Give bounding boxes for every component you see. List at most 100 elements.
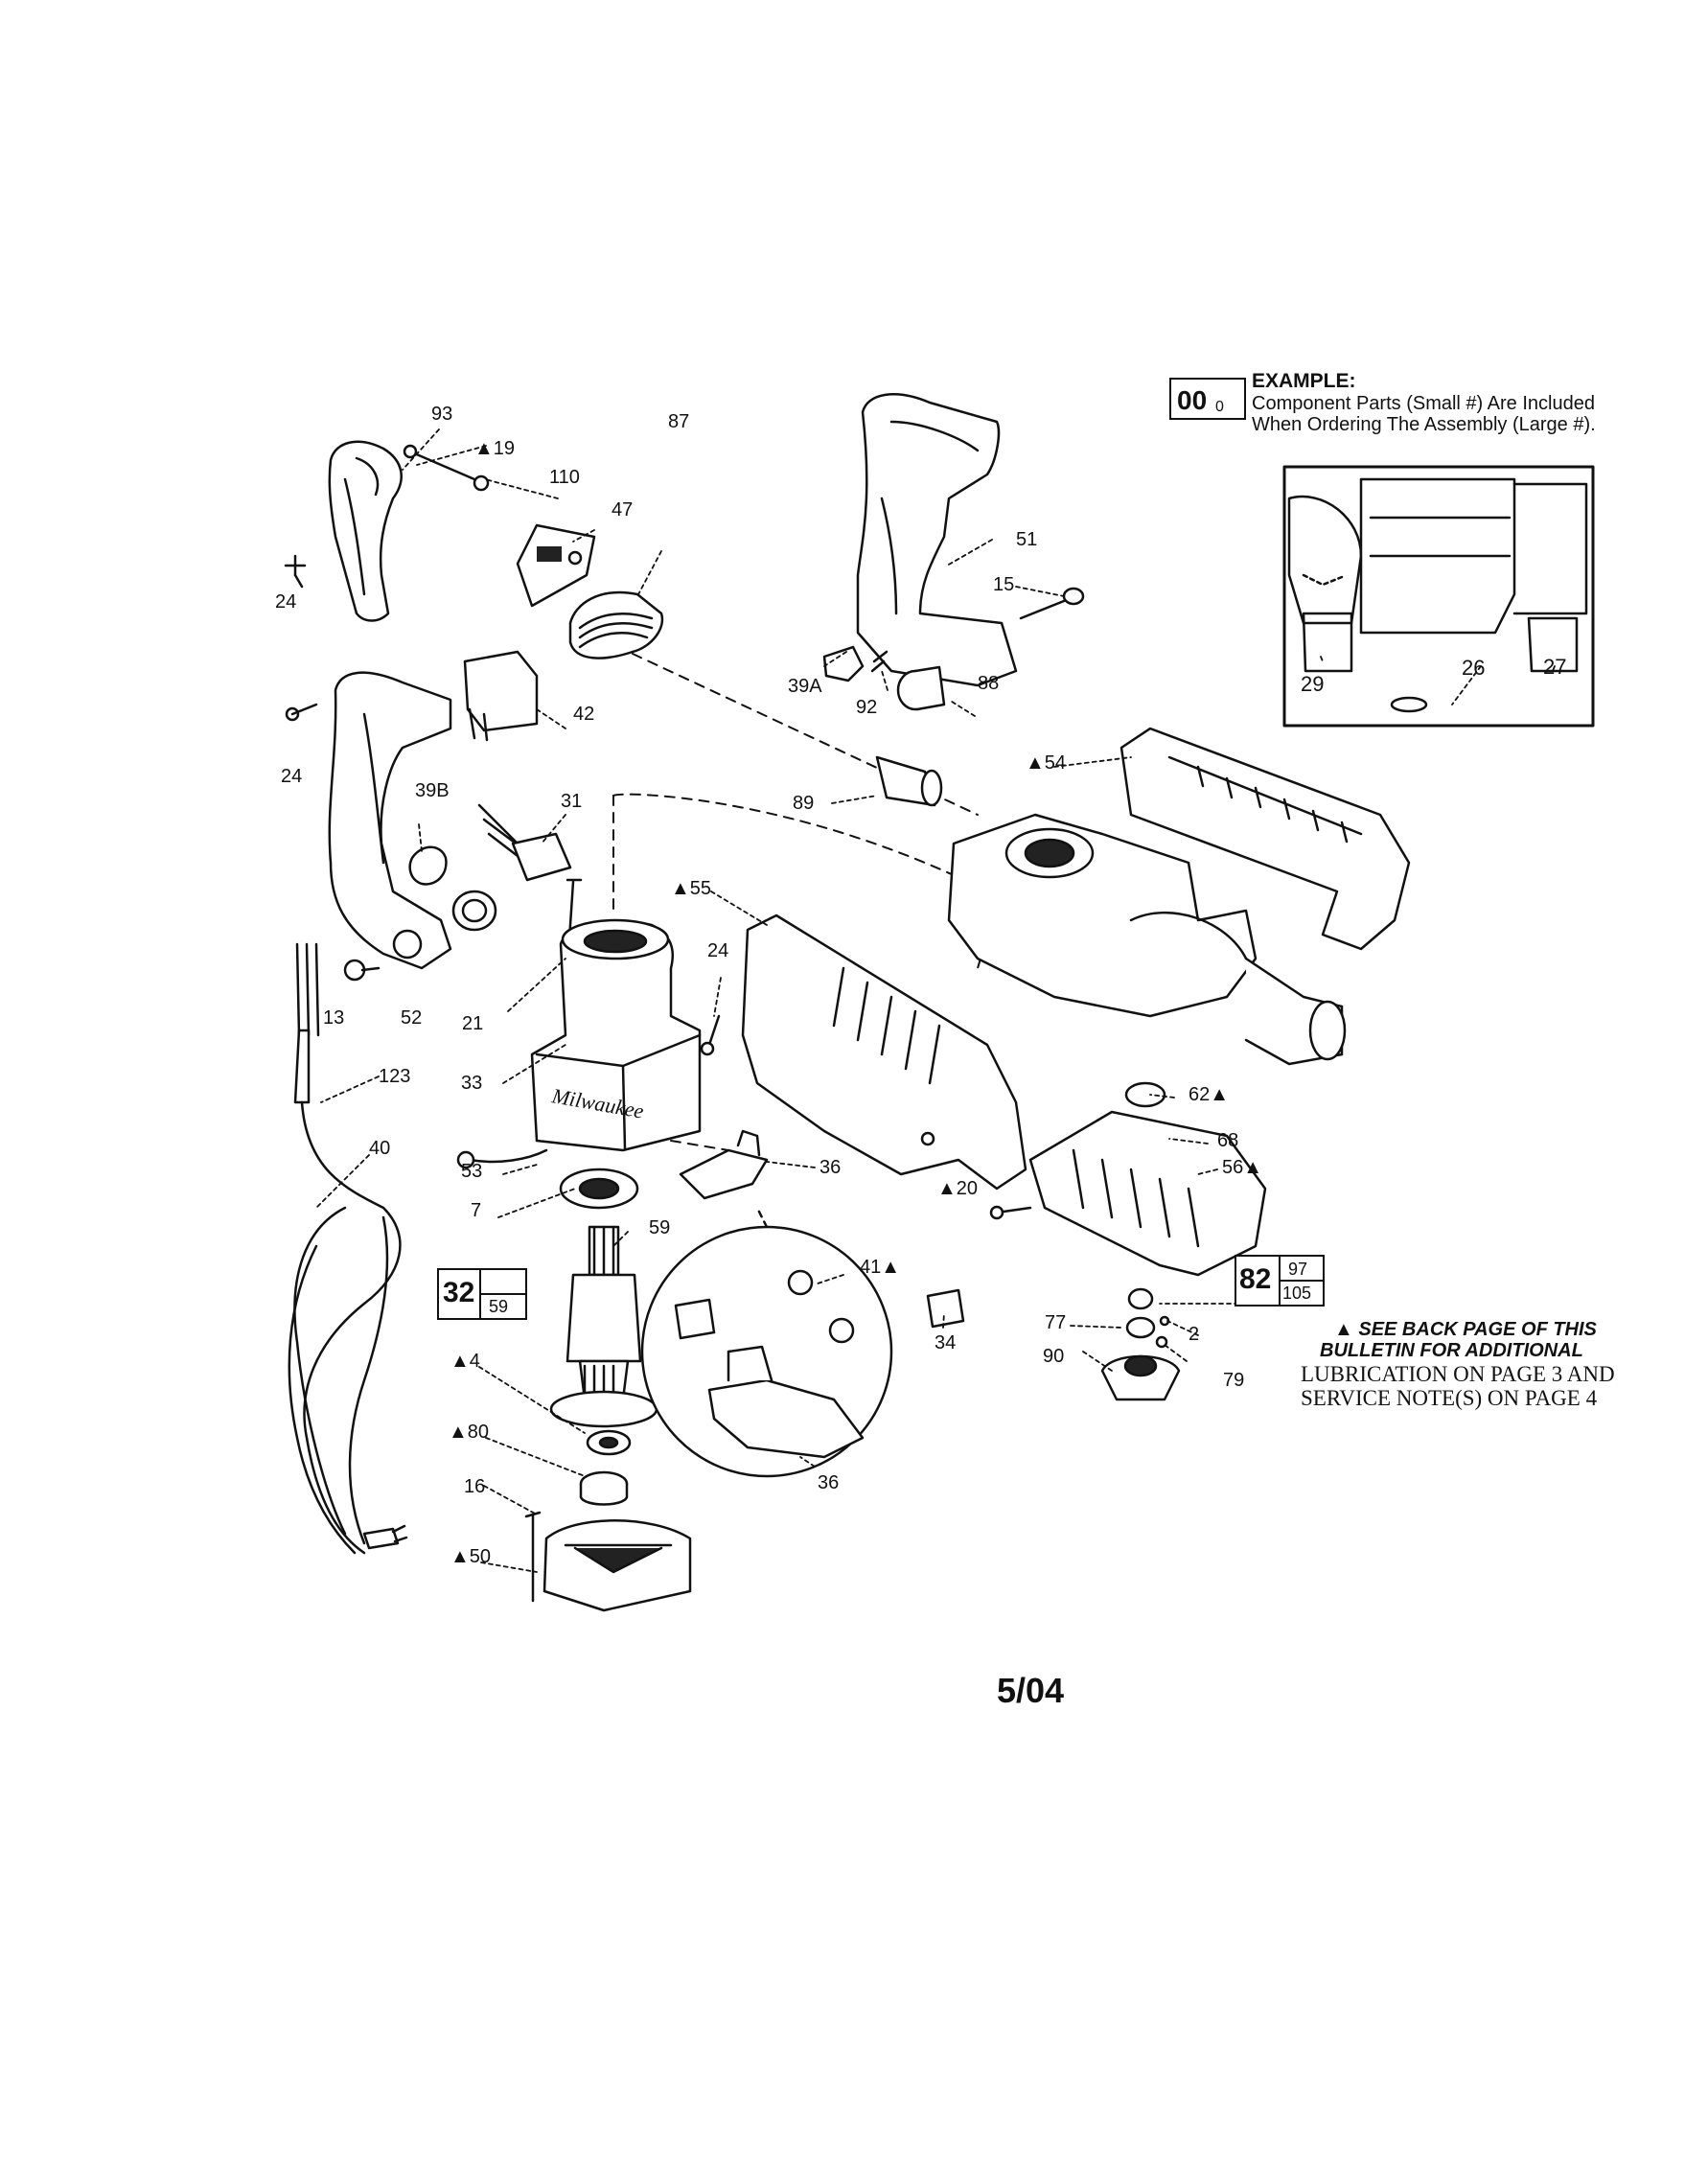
leads-53 [456,1148,548,1169]
note-line-4: SERVICE NOTE(S) ON PAGE 4 [1301,1386,1598,1410]
callout-54: ▲54 [1026,752,1067,774]
callout-13: 13 [323,1007,345,1029]
callout-20: ▲20 [937,1178,979,1199]
clip-39A [822,645,865,682]
callout-19: ▲19 [474,438,516,459]
callout-52: 52 [401,1007,423,1029]
callout-77: 77 [1045,1312,1067,1333]
assembly-32-large: 32 [443,1277,475,1308]
cord-40 [288,942,408,1555]
note-line-2: BULLETIN FOR ADDITIONAL [1320,1340,1583,1361]
assembly-box-82: 82 97 105 [1235,1255,1325,1307]
handle-half-52 [328,671,452,970]
o-ring-62 [1124,1081,1166,1108]
callout-80: ▲80 [449,1422,490,1443]
note-line-3: LUBRICATION ON PAGE 3 AND [1301,1362,1615,1386]
bracket-47 [516,523,596,608]
knob-assembly-82 [1100,1287,1181,1401]
callout-15: 15 [993,574,1015,595]
callout-90: 90 [1043,1346,1065,1367]
callout-7: 7 [471,1200,482,1221]
callout-24-c: 24 [707,940,729,961]
callout-123: 123 [379,1066,411,1087]
callout-40: 40 [369,1138,391,1159]
callout-2: 2 [1189,1324,1200,1345]
screw-13 [343,959,381,982]
screw-24-top [284,554,307,589]
callout-24-a: 24 [275,591,297,613]
callout-16: 16 [464,1476,486,1497]
bushing-88 [896,665,946,711]
cover-56 [1028,1110,1267,1277]
callout-39B: 39B [415,780,450,801]
callout-88: 88 [978,673,1000,694]
callout-36-b: 36 [818,1472,840,1493]
callout-55: ▲55 [671,878,712,899]
bearing-80 [579,1470,629,1506]
screw-19 [403,444,476,481]
assembly-box-32: 32 59 [437,1268,527,1320]
callout-89: 89 [793,793,815,814]
grommet-39B [408,845,448,886]
handle-cover-93 [328,440,403,622]
pin-92 [870,650,889,673]
callout-39A: 39A [788,676,822,697]
brush-detail-circle [640,1206,965,1478]
callout-41: 41▲ [860,1257,901,1278]
legend-line-2: When Ordering The Assembly (Large #). [1252,414,1596,435]
screw-cover-lower [920,1131,935,1146]
cover-54 [1119,727,1411,951]
callout-51: 51 [1016,529,1038,550]
main-gearcase [947,813,1347,1066]
callout-36-a: 36 [819,1157,842,1178]
callout-93: 93 [431,404,453,425]
screw-20 [989,1205,1032,1220]
callout-33: 33 [461,1073,483,1094]
callout-56: 56▲ [1222,1157,1263,1178]
screw-16 [524,1511,542,1603]
callout-31: 31 [561,791,583,812]
callout-24-b: 24 [281,766,303,787]
bearing-7 [559,1168,639,1210]
callout-4: ▲4 [450,1351,480,1372]
note-line-1: ▲ SEE BACK PAGE OF THIS [1334,1319,1597,1340]
brush-holder-36-top [679,1129,769,1200]
assembly-82-large: 82 [1239,1263,1272,1295]
switch-42 [463,650,539,742]
screw-24-mid [285,703,318,722]
callout-110: 110 [549,467,580,488]
assembly-82-small-bottom: 105 [1282,1284,1312,1303]
screw-15 [1019,587,1085,620]
legend-title: EXAMPLE: [1252,370,1356,392]
callout-34: 34 [935,1332,957,1353]
gear-housing-51 [856,393,1018,687]
field-housing-33: Milwaukee [530,918,702,1152]
inset-label-27: 27 [1543,655,1567,679]
inset-label-26: 26 [1462,656,1486,680]
callout-68: 68 [1217,1130,1239,1151]
callout-50: ▲50 [450,1546,492,1567]
callout-87: 87 [668,411,690,432]
assembly-82-small-top: 97 [1288,1260,1308,1279]
cover-55 [741,914,1027,1191]
legend-line-1: Component Parts (Small #) Are Included [1252,393,1595,414]
callout-21: 21 [462,1013,484,1034]
legend-assembly-box: 00 0 [1169,378,1246,420]
wire-set-31 [477,803,572,882]
page-date: 5/04 [997,1671,1065,1710]
inset-detail [1282,465,1595,728]
legend-large-number: 00 [1177,385,1208,415]
grip-87 [568,590,664,659]
bushing [451,890,497,932]
callout-47: 47 [612,499,634,520]
callout-79: 79 [1223,1370,1245,1391]
callout-leaders [315,428,1556,1573]
assembly-32-small: 59 [489,1297,509,1316]
bearing-housing-50 [542,1519,692,1612]
piston-89 [875,755,943,807]
callout-62: 62▲ [1189,1084,1230,1105]
callout-53: 53 [461,1161,483,1182]
inset-label-29: 29 [1301,672,1325,696]
armature-59 [549,1225,658,1428]
